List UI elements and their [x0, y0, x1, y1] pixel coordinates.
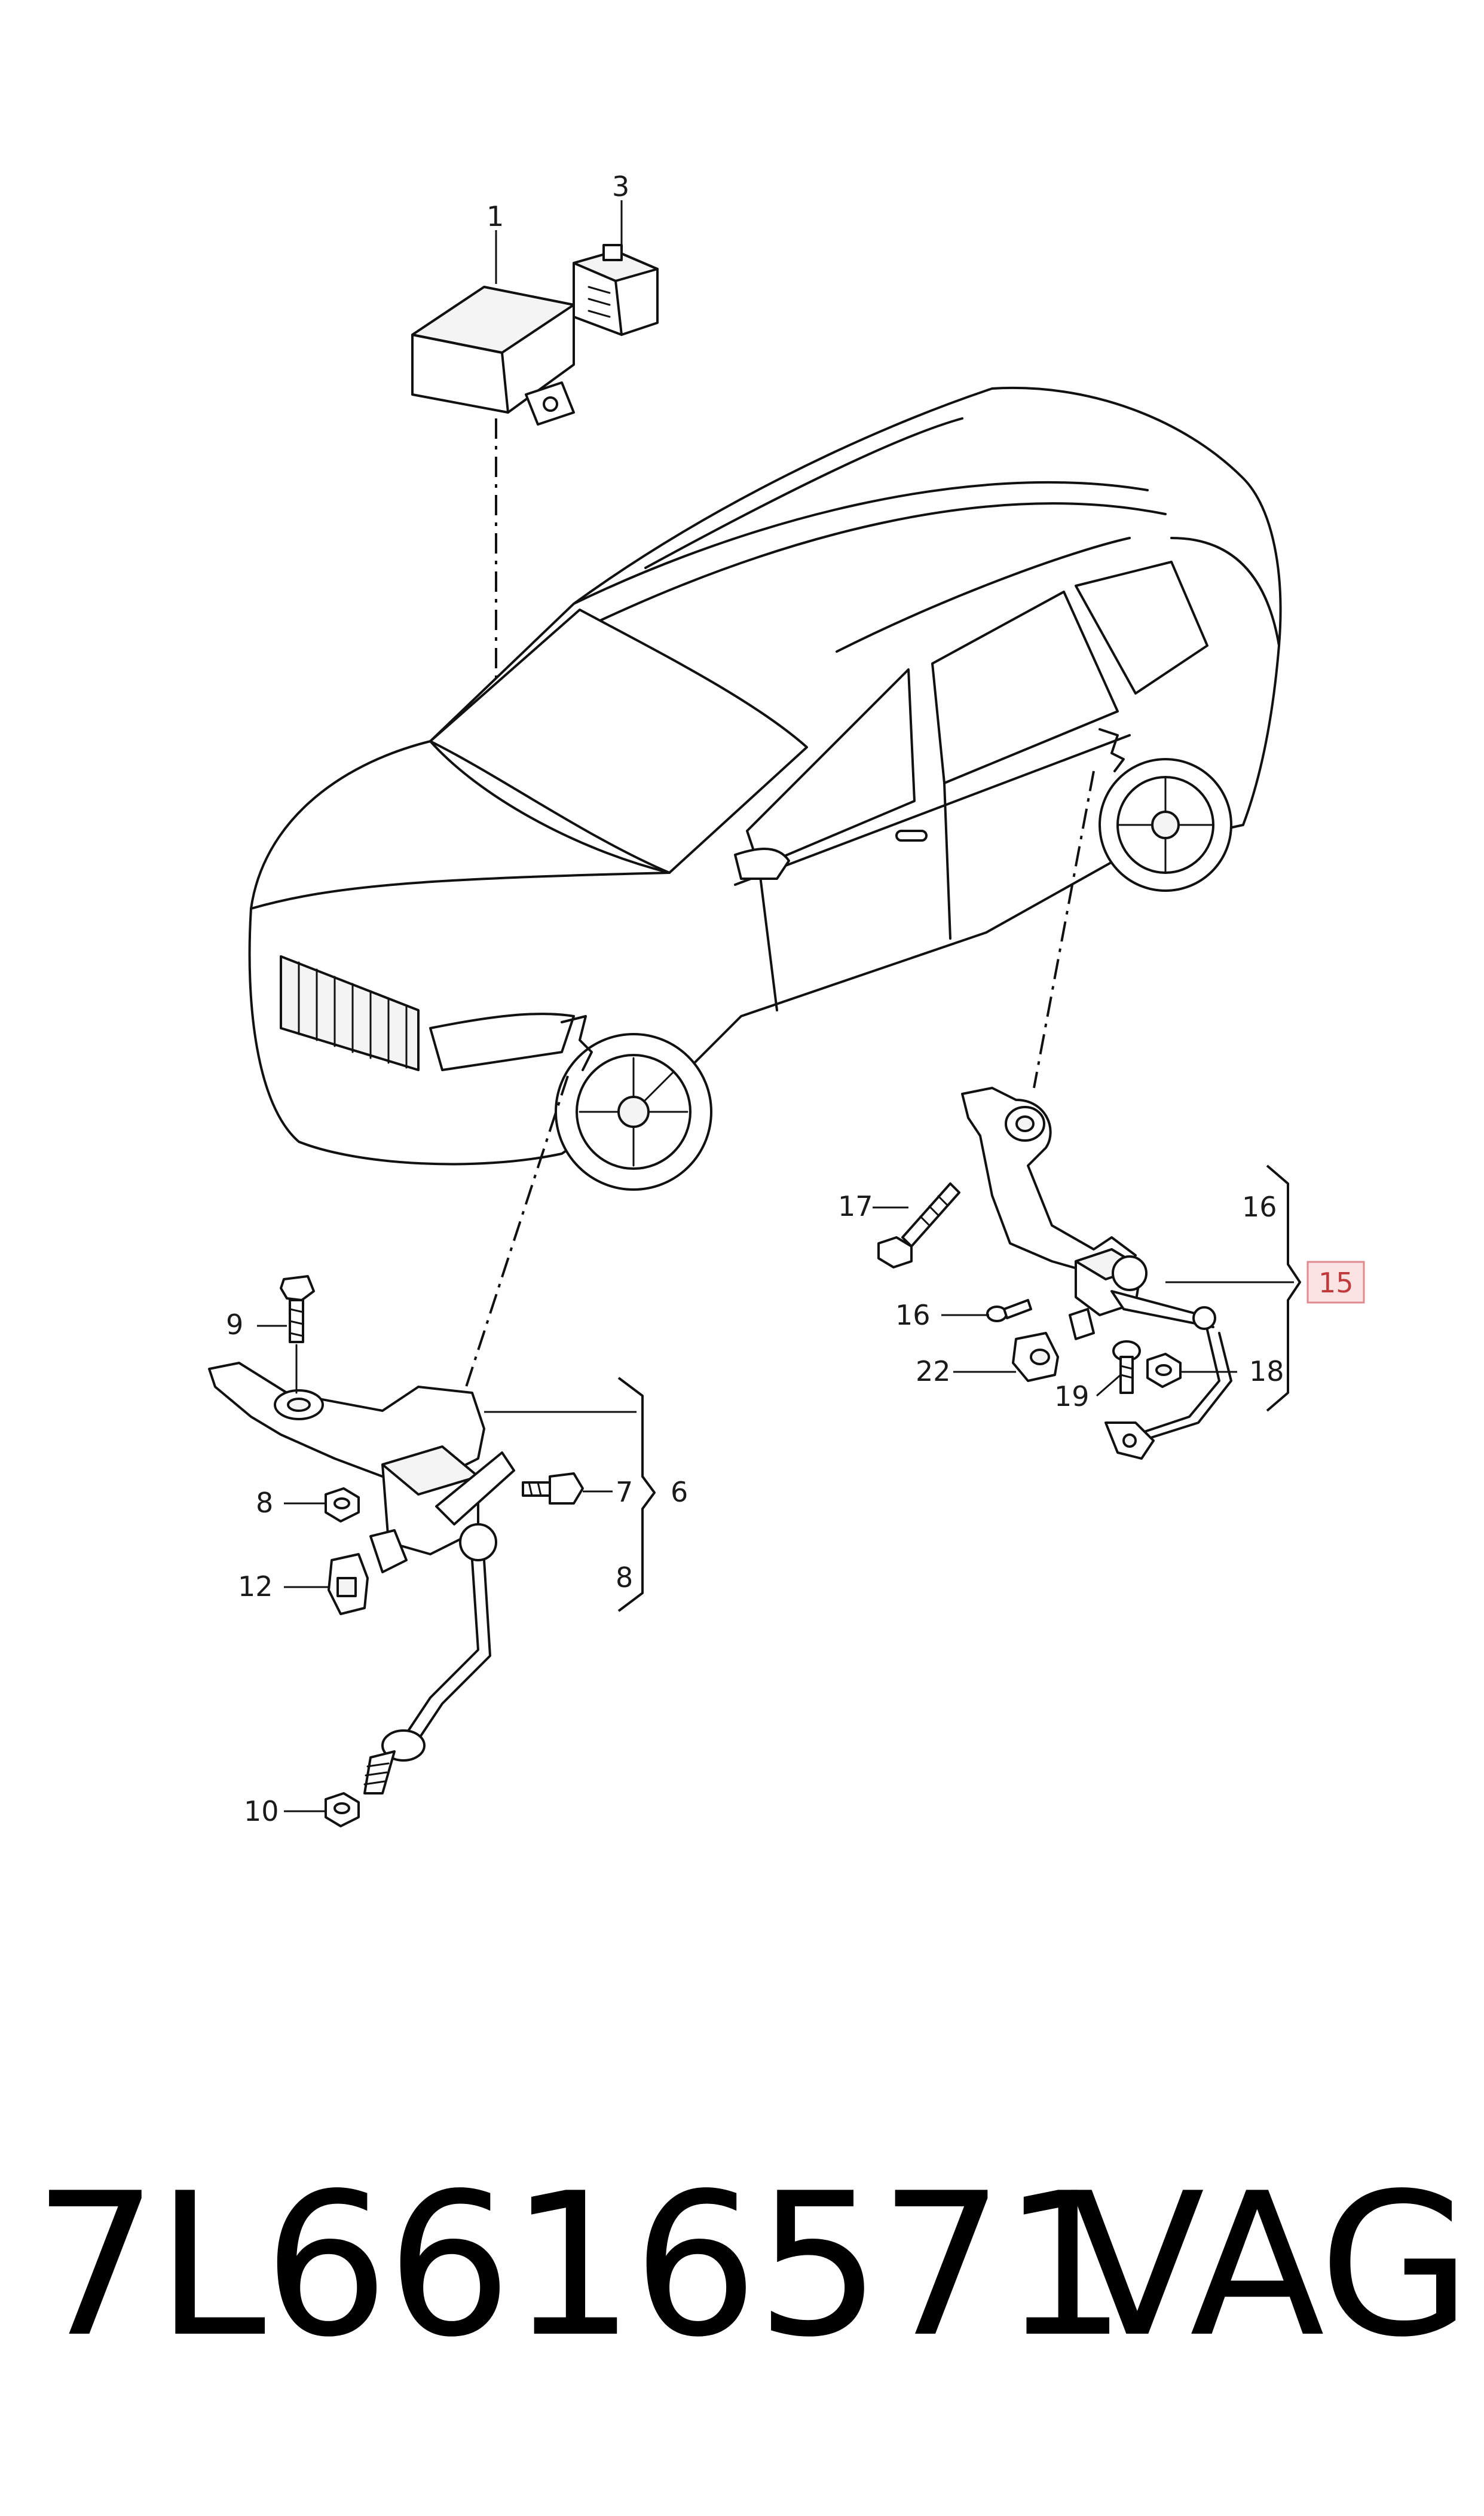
bolt-7	[522, 1472, 584, 1505]
callout-12: 12	[238, 1570, 273, 1603]
highlight-box	[1306, 1261, 1365, 1304]
callout-17: 17	[838, 1190, 873, 1222]
callout-7: 7	[616, 1476, 633, 1508]
part-number: 7L6616571	[33, 2151, 1128, 2380]
callout-8-nut: 8	[256, 1487, 273, 1519]
callout-1: 1	[486, 200, 504, 233]
callout-8-group: 8	[616, 1561, 633, 1594]
callout-18: 18	[1249, 1355, 1284, 1387]
callout-22: 22	[916, 1355, 951, 1387]
callout-6: 6	[671, 1476, 688, 1508]
electrical-connector	[573, 244, 659, 336]
callout-19: 19	[1054, 1380, 1090, 1413]
nut-18	[1146, 1353, 1182, 1388]
screw-16	[986, 1299, 1032, 1322]
front-level-sensor	[208, 1362, 515, 1794]
callout-9: 9	[226, 1309, 243, 1341]
rear-level-sensor	[961, 1087, 1232, 1460]
screw-9	[280, 1275, 315, 1394]
nut-10	[325, 1792, 360, 1827]
clip-12	[328, 1553, 369, 1615]
bolt-19	[1112, 1340, 1141, 1394]
brand-label: VAG	[1070, 2151, 1471, 2380]
parts-diagram: 1 3 9 8 12 10 7 6 8 17 16 16 22 19 18 15	[208, 170, 1365, 1827]
callout-16-group: 16	[1242, 1191, 1277, 1223]
callout-15: 15	[1318, 1267, 1354, 1299]
callout-10: 10	[244, 1795, 279, 1827]
vehicle-illustration	[248, 386, 1282, 1191]
callout-3: 3	[612, 170, 629, 203]
bolt-17	[877, 1182, 960, 1268]
nut-8	[325, 1487, 360, 1523]
connector-22	[1012, 1332, 1059, 1382]
control-unit	[411, 286, 575, 426]
callout-16-screw: 16	[895, 1299, 931, 1331]
